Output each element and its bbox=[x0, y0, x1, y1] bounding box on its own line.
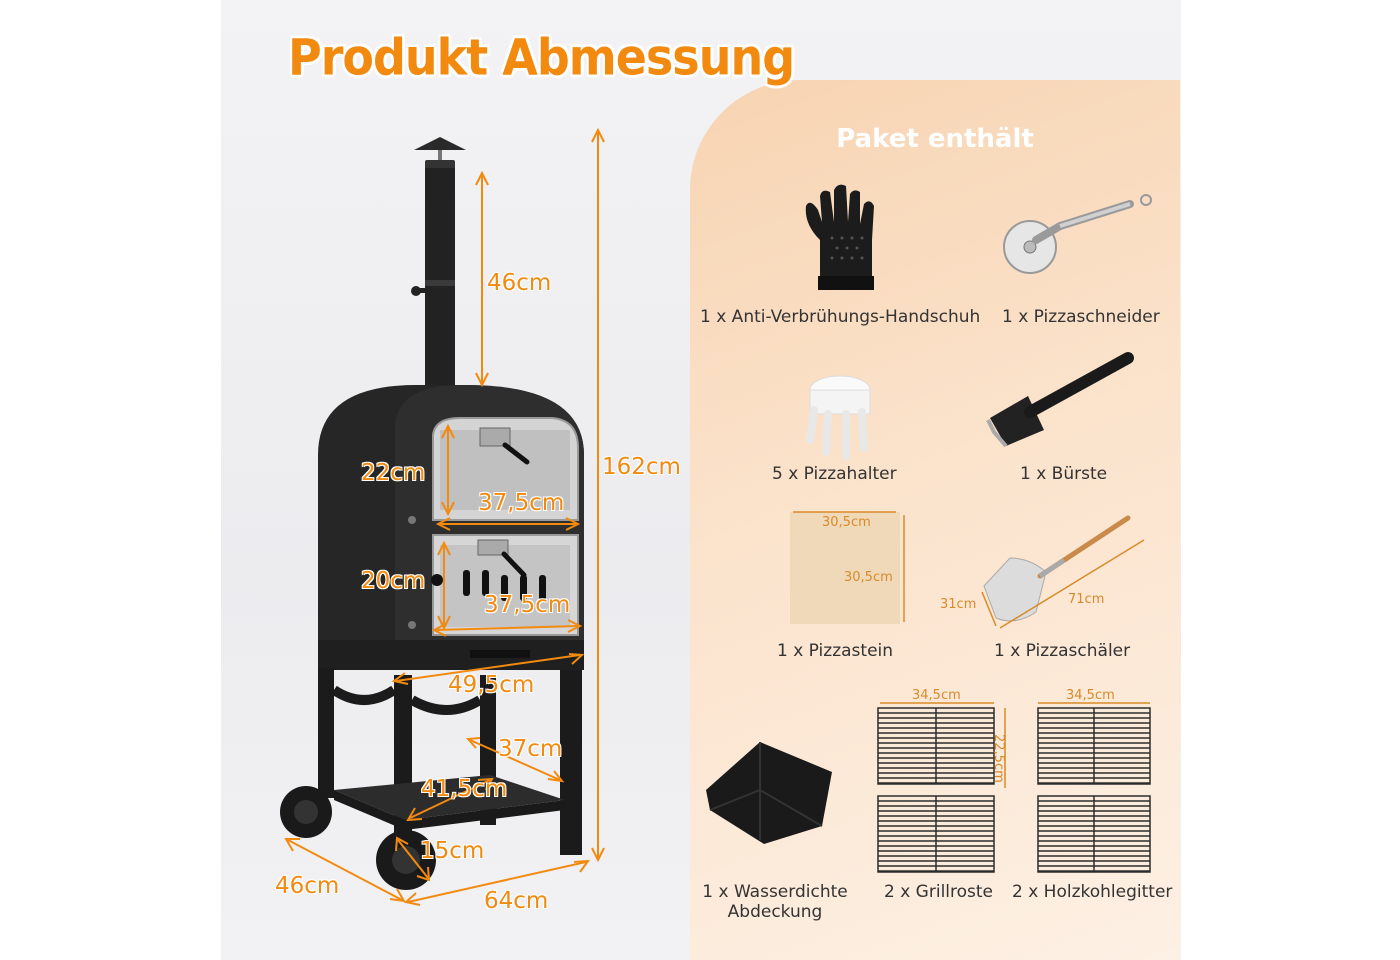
upper-height-label: 22cm bbox=[361, 460, 426, 486]
charcoal-grate-icon bbox=[1037, 707, 1151, 873]
item-label-cover: 1 x Wasserdichte Abdeckung bbox=[700, 882, 850, 922]
wheel-label: 15cm bbox=[420, 838, 485, 864]
brush-icon bbox=[986, 352, 1134, 448]
depth-label: 46cm bbox=[275, 873, 340, 899]
item-label-pizza-cutter: 1 x Pizzaschneider bbox=[1002, 307, 1160, 327]
item-label-brush: 1 x Bürste bbox=[1020, 464, 1108, 484]
pizza-cutter-icon bbox=[1003, 194, 1152, 274]
total-height-label: 162cm bbox=[602, 454, 681, 480]
cover-icon bbox=[706, 742, 832, 844]
peel-length-label: 71cm bbox=[1068, 592, 1105, 607]
item-label-cover-line2: Abdeckung bbox=[727, 902, 823, 922]
dimension-lines bbox=[284, 127, 605, 906]
peel-width-label: 31cm bbox=[940, 597, 977, 612]
item-label-pizza-holder: 5 x Pizzahalter bbox=[772, 464, 897, 484]
chimney-height-label: 46cm bbox=[487, 270, 552, 296]
peel-dimension-lines bbox=[981, 539, 1145, 629]
shelf-width-label: 41,5cm bbox=[421, 776, 508, 802]
package-title: Paket enthält bbox=[836, 124, 1034, 154]
item-label-glove: 1 x Anti-Verbrühungs-Handschuh bbox=[700, 307, 981, 327]
width-label: 64cm bbox=[484, 888, 549, 914]
pizza-holder-icon bbox=[806, 375, 871, 460]
pizza-peel-icon bbox=[983, 515, 1131, 622]
item-label-charcoal-grates: 2 x Holzkohlegitter bbox=[1012, 882, 1173, 902]
upper-width-label: 37,5cm bbox=[478, 490, 565, 516]
page-title: Produkt Abmessung bbox=[288, 27, 795, 87]
lower-height-label: 20cm bbox=[361, 568, 426, 594]
stone-width-label: 30,5cm bbox=[822, 515, 871, 530]
shelf-depth-label: 37cm bbox=[498, 736, 563, 762]
stone-dimension-lines bbox=[793, 511, 905, 622]
lower-width-label: 37,5cm bbox=[484, 592, 571, 618]
item-label-pizza-stone: 1 x Pizzastein bbox=[777, 641, 894, 661]
item-label-pizza-peel: 1 x Pizzaschäler bbox=[994, 641, 1131, 661]
stone-height-label: 30,5cm bbox=[844, 570, 893, 585]
pizza-oven bbox=[280, 137, 584, 890]
item-label-cover-line1: 1 x Wasserdichte bbox=[702, 882, 848, 902]
body-width-label: 49,5cm bbox=[448, 672, 535, 698]
grill-grate-icon bbox=[877, 707, 995, 873]
charcoal-width-label: 34,5cm bbox=[1066, 688, 1115, 703]
grate-dimension-lines bbox=[880, 702, 1150, 788]
glove-icon bbox=[805, 184, 874, 290]
pizza-stone-icon bbox=[790, 512, 900, 624]
grate-height-label: 22,5cm bbox=[991, 734, 1006, 783]
item-label-grill-grates: 2 x Grillroste bbox=[884, 882, 994, 902]
grate-width-label: 34,5cm bbox=[912, 688, 961, 703]
